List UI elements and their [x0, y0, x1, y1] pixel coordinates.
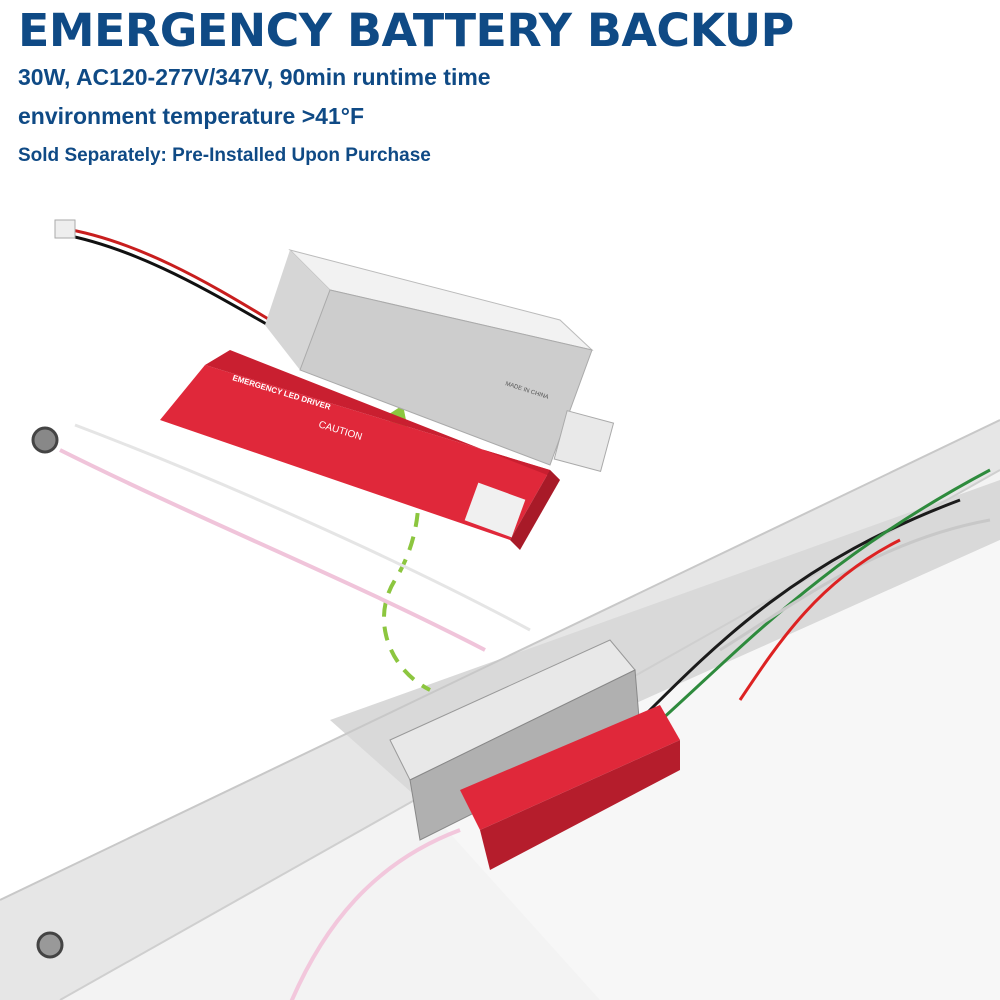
test-switch-cable — [31, 423, 531, 652]
spec-line-power: 30W, AC120-277V/347V, 90min runtime time — [18, 64, 491, 90]
installed-switch — [36, 931, 64, 959]
spec-line-temperature: environment temperature >41°F — [18, 103, 364, 129]
purchase-note: Sold Separately: Pre-Installed Upon Purc… — [18, 145, 431, 166]
battery-unit: MADE IN CHINA — [54, 219, 615, 473]
page-title: EMERGENCY BATTERY BACKUP — [18, 4, 794, 57]
installed-driver — [460, 705, 680, 870]
fixture-wires — [289, 468, 991, 1000]
